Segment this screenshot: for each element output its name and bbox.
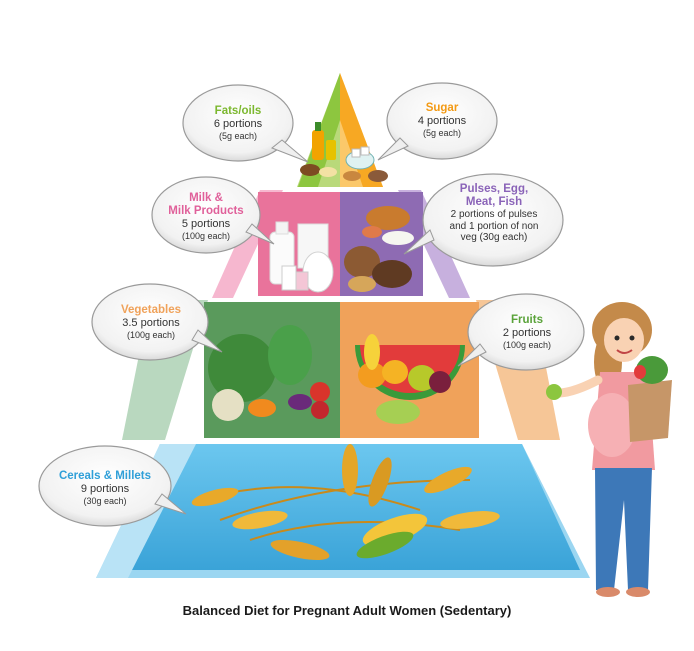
milk-portion-size: (100g each) xyxy=(181,231,231,242)
pulses-portions-2: and 1 portion of non xyxy=(449,220,539,232)
fats-title: Fats/oils xyxy=(214,105,262,117)
sugar-label: Sugar 4 portions (5g each) xyxy=(392,102,492,138)
cereals-portions: 9 portions xyxy=(80,483,130,496)
cereals-title: Cereals & Millets xyxy=(58,470,152,482)
pulses-meat-egg-icon xyxy=(344,206,414,292)
fruits-portions: 2 portions xyxy=(502,327,552,340)
diagram-caption: Balanced Diet for Pregnant Adult Women (… xyxy=(182,603,512,618)
pulses-title-2: Meat, Fish xyxy=(465,196,523,209)
fruits-icon xyxy=(355,334,465,424)
pulses-portions-1: 2 portions of pulses xyxy=(450,209,538,221)
vegetables-title: Vegetables xyxy=(120,304,182,316)
bubble-pulses xyxy=(403,173,564,267)
vegetables-icon xyxy=(208,325,330,421)
sugar-title: Sugar xyxy=(425,102,459,114)
fruits-title: Fruits xyxy=(511,314,543,326)
sugar-portions: 4 portions xyxy=(417,115,467,128)
oil-bottles-icon xyxy=(300,122,337,177)
bubble-fruits xyxy=(457,293,585,371)
fats-portion-size: (5g each) xyxy=(218,130,258,141)
cereals-label: Cereals & Millets 9 portions (30g each) xyxy=(44,470,166,506)
pulses-portions-3: veg (30g each) xyxy=(460,232,528,244)
vegetables-portion-size: (100g each) xyxy=(126,329,176,340)
fats-label: Fats/oils 6 portions (5g each) xyxy=(188,105,288,141)
fats-portions: 6 portions xyxy=(213,118,263,131)
vegetables-label: Vegetables 3.5 portions (100g each) xyxy=(96,304,206,340)
milk-title-1: Milk & xyxy=(189,192,223,204)
sugar-cubes-icon xyxy=(343,146,388,182)
bubble-vegetables xyxy=(91,283,223,361)
bubble-milk xyxy=(151,176,275,254)
milk-title-2: Milk Products xyxy=(168,205,244,218)
wheat-corn-icon xyxy=(191,444,500,561)
vegetables-portions: 3.5 portions xyxy=(122,317,180,330)
bubble-fats xyxy=(182,84,309,163)
pulses-label: Pulses, Egg, Meat, Fish 2 portions of pu… xyxy=(432,183,556,244)
milk-portions: 5 portions xyxy=(181,218,231,231)
fruits-portion-size: (100g each) xyxy=(502,339,552,350)
milk-products-icon xyxy=(269,221,334,293)
pulses-title-1: Pulses, Egg, xyxy=(459,183,529,195)
bubble-cereals xyxy=(38,445,187,527)
sugar-portion-size: (5g each) xyxy=(422,127,462,138)
bubble-sugar xyxy=(377,82,498,161)
fruits-label: Fruits 2 portions (100g each) xyxy=(472,314,582,350)
pregnant-woman-figure xyxy=(546,302,672,597)
cereals-portion-size: (30g each) xyxy=(83,495,127,506)
milk-label: Milk & Milk Products 5 portions (100g ea… xyxy=(154,192,258,241)
